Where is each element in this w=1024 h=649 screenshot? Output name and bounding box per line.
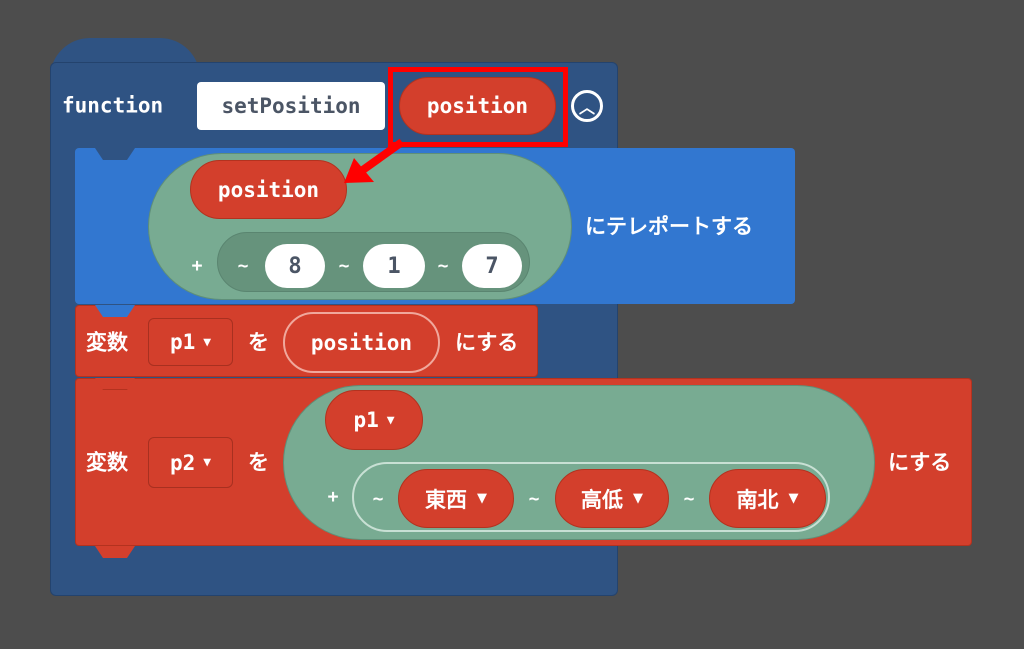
param-label: position [426,94,529,118]
tilde: ~ [237,255,249,277]
wo-label: を [248,330,269,355]
tilde: ~ [437,255,449,277]
offset-up-down-dropdown[interactable]: 高低 ▼ [555,469,669,528]
position-value-label: position [310,330,413,355]
variable-dropdown-p1[interactable]: p1 ▼ [148,318,233,366]
offsets-container [352,462,830,532]
tilde: ~ [372,488,384,510]
tilde: ~ [683,488,695,510]
position-variable[interactable]: position [190,160,347,219]
function-name: setPosition [221,94,361,118]
relative-plus: + [191,255,203,277]
offset-east-west-dropdown[interactable]: 東西 ▼ [398,469,514,528]
offset-label: 南北 [736,487,779,512]
position-value[interactable]: position [283,312,440,373]
dropdown-arrow-icon: ▼ [386,412,395,428]
suffix-label: にする [888,450,952,475]
dropdown-value: p2 [169,450,196,475]
dropdown-arrow-icon: ▼ [788,491,799,506]
dropdown-value: p1 [169,330,196,354]
relative-plus: + [327,486,339,508]
coord-x-input[interactable]: 8 [265,244,325,288]
tilde: ~ [528,488,540,510]
offset-north-south-dropdown[interactable]: 南北 ▼ [709,469,826,528]
p1-label: p1 [353,408,379,432]
offset-label: 高低 [581,487,623,512]
position-label: position [217,177,320,202]
notch [95,305,135,317]
notch [95,148,135,160]
teleport-label: にテレポートする [585,214,753,239]
p1-variable-dropdown[interactable]: p1 ▼ [325,390,423,450]
notch [95,378,135,390]
dropdown-arrow-icon: ▼ [203,455,212,470]
dropdown-arrow-icon: ▼ [203,334,212,350]
coord-z-input[interactable]: 7 [462,244,522,288]
collapse-icon[interactable]: ︿ [571,90,603,122]
function-name-input[interactable]: setPosition [197,82,385,130]
wo-label: を [248,450,269,475]
function-keyword: function [62,93,164,118]
tilde: ~ [338,255,350,277]
highlight-box [388,67,568,147]
notch-bottom [95,546,135,558]
coord-y-input[interactable]: 1 [363,244,425,288]
dropdown-arrow-icon: ▼ [477,491,487,506]
variable-dropdown-p2[interactable]: p2 ▼ [148,437,233,488]
dropdown-arrow-icon: ▼ [633,491,643,506]
variable-label: 変数 [86,450,128,475]
suffix-label: にする [455,330,519,355]
offset-label: 東西 [425,487,467,512]
arrow-icon [344,138,405,183]
variable-label: 変数 [86,330,128,355]
param-position[interactable]: position [399,77,556,135]
